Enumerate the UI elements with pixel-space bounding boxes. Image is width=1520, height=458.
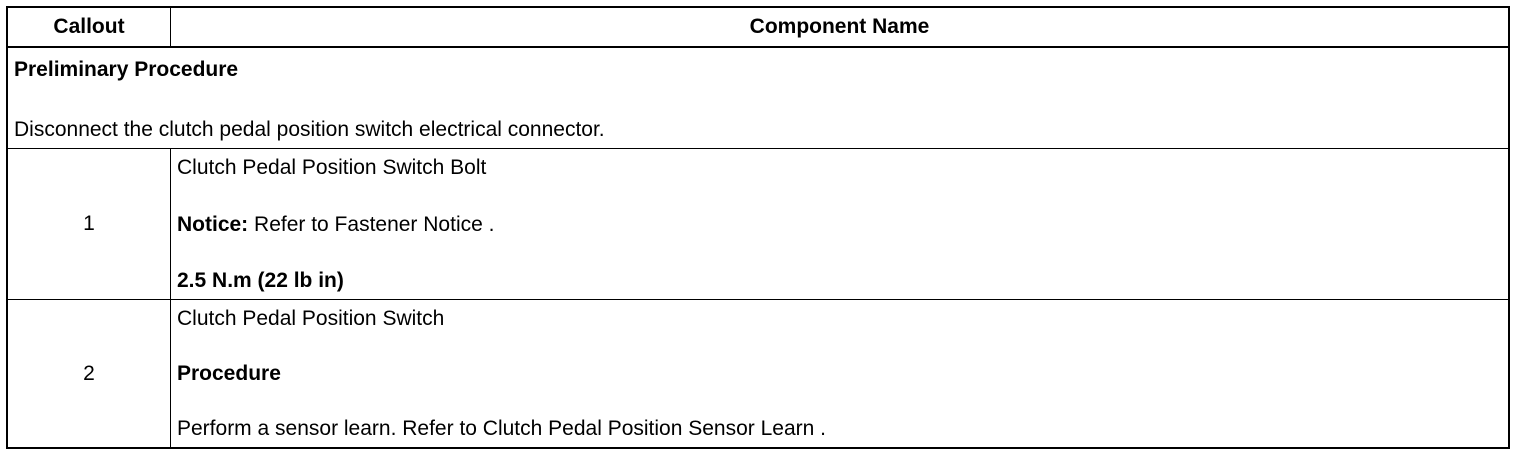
component-name: Clutch Pedal Position Switch Bolt (177, 156, 487, 179)
procedure-table: Callout Component Name Preliminary Proce… (6, 6, 1510, 449)
procedure-label: Procedure (177, 362, 281, 385)
callout-number: 2 (8, 300, 171, 447)
table-row: 1 Clutch Pedal Position Switch Bolt Noti… (8, 149, 1508, 300)
preliminary-procedure-text: Disconnect the clutch pedal position swi… (14, 118, 605, 141)
torque-spec: 2.5 N.m (22 lb in) (177, 269, 344, 292)
preliminary-procedure-cell: Preliminary Procedure Disconnect the clu… (8, 48, 1508, 148)
preliminary-procedure-row: Preliminary Procedure Disconnect the clu… (8, 48, 1508, 149)
preliminary-procedure-title: Preliminary Procedure (14, 58, 239, 81)
notice-line: Notice: Refer to Fastener Notice . (177, 213, 1502, 237)
component-name: Clutch Pedal Position Switch (177, 307, 445, 330)
table-header-row: Callout Component Name (8, 8, 1508, 48)
component-cell: Clutch Pedal Position Switch Bolt Notice… (171, 149, 1508, 299)
table-row: 2 Clutch Pedal Position Switch Procedure… (8, 300, 1508, 447)
header-component-name: Component Name (749, 15, 930, 38)
component-cell: Clutch Pedal Position Switch Procedure P… (171, 300, 1508, 447)
header-callout: Callout (8, 8, 171, 46)
callout-number: 1 (8, 149, 171, 299)
notice-text: Refer to Fastener Notice . (248, 212, 495, 236)
notice-label: Notice: (177, 212, 249, 236)
procedure-text: Perform a sensor learn. Refer to Clutch … (177, 417, 826, 440)
